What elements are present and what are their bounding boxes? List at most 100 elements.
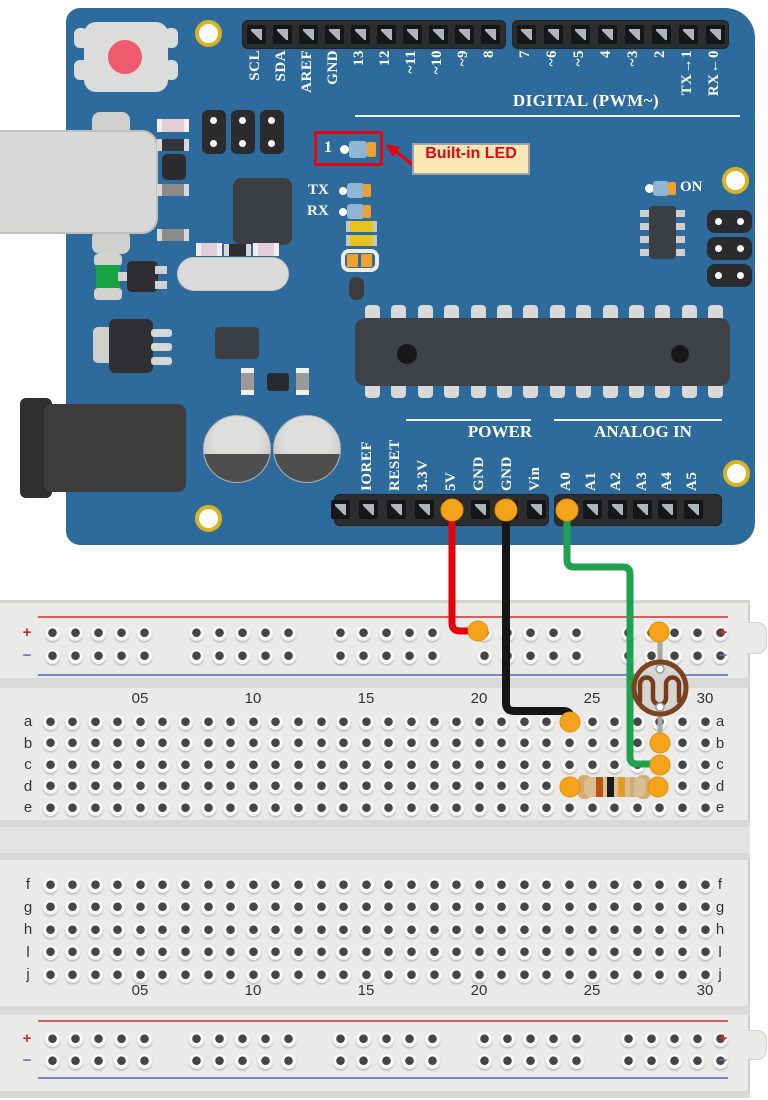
breadboard-hole [178,757,194,773]
column-label: 05 [131,690,149,707]
breadboard-hole [629,877,645,893]
digital-pin-4 [597,25,617,44]
row-label: l [718,943,722,961]
power-pin-IOREF [358,500,378,519]
breadboard-hole [652,757,668,773]
breadboard-hole [290,967,306,983]
resonator [341,249,379,272]
breadboard-hole [620,1031,636,1047]
breadboard-hole [584,877,600,893]
breadboard-hole [178,877,194,893]
ic-leg [640,236,649,243]
analog-pin-A1 [582,500,602,519]
regulator-leg [151,357,172,365]
ic-leg [523,384,539,398]
transistor-tab [118,272,130,281]
breadboard-hole [562,900,578,915]
breadboard-hole [132,922,148,938]
analog-pin-label: A2 [608,471,625,491]
breadboard-hole [426,714,442,730]
breadboard-hole [223,800,239,816]
plus-rail-label: + [718,624,728,641]
pad-dot [737,245,744,252]
breadboard-hole [268,757,284,773]
breadboard-hole [499,1053,515,1069]
breadboard-hole [697,736,713,751]
breadboard-hole [449,922,465,938]
row-label: b [715,734,725,752]
column-label: 20 [470,982,488,999]
breadboard-hole [65,736,81,751]
breadboard-hole [666,1031,682,1047]
breadboard-hole [378,1053,394,1069]
ic-leg [681,384,697,398]
breadboard-hole [155,800,171,816]
digital-pin-8 [480,25,500,44]
breadboard-hole [332,625,348,641]
small-ic [162,154,186,180]
breadboard-hole [290,900,306,915]
breadboard-hole [426,877,442,893]
breadboard-hole [42,714,58,730]
breadboard-divider [0,820,750,827]
breadboard-hole [223,736,239,751]
power-pin-label: Vin [527,466,543,491]
breadboard-hole [87,714,103,730]
digital-pin-label: ~5 [571,50,587,67]
minus-rail-label: − [22,647,32,664]
breadboard-hole [516,945,532,960]
breadboard-hole [336,967,352,983]
breadboard-hole [494,779,510,794]
breadboard-divider [0,853,750,860]
analog-pin-label: A0 [558,471,574,491]
column-label: 10 [244,690,262,707]
plus-rail-line [38,1020,728,1022]
breadboard-hole [358,779,374,794]
breadboard-hole [539,945,555,960]
column-label: 25 [583,690,601,707]
rx-label: RX [307,203,329,219]
breadboard-hole [313,757,329,773]
breadboard-hole [336,877,352,893]
analog-pin-label: A3 [633,471,650,491]
breadboard-hole [223,945,239,960]
breadboard-hole [136,648,152,664]
breadboard-hole [87,736,103,751]
ic-leg [497,384,512,398]
digital-pin-~3 [624,25,644,44]
breadboard-hole [136,1053,152,1069]
row-label: c [716,756,724,773]
digital-pin-label: 8 [481,50,497,58]
breadboard-hole [607,714,623,730]
ic-leg [549,384,565,398]
breadboard-hole [268,714,284,730]
breadboard-hole [712,1031,728,1047]
breadboard-hole [381,714,397,730]
breadboard-hole [290,779,306,794]
breadboard-hole [675,779,691,794]
breadboard-hole [652,945,668,960]
breadboard-hole [607,900,623,915]
breadboard-hole [516,967,532,983]
builtin-led-callout: Built-in LED [412,143,530,175]
breadboard-hole [44,1053,60,1069]
breadboard-hole [87,877,103,893]
digital-pin-label: GND [325,50,341,85]
analog-pin-A5 [683,500,703,519]
breadboard-hole [403,922,419,938]
breadboard-hole [652,714,668,730]
digital-pin-label: SCL [247,50,263,81]
ic-leg [365,305,380,319]
breadboard-hole [494,945,510,960]
breadboard-hole [697,945,713,960]
ic-leg [602,384,618,398]
icsp-header [707,237,752,260]
breadboard-hole [471,800,487,816]
breadboard-hole [562,945,578,960]
breadboard-hole [178,779,194,794]
breadboard-hole [188,648,204,664]
builtin-led-highlight-box [314,131,383,166]
breadboard-hole [494,967,510,983]
breadboard-hole [355,1031,371,1047]
analog-pin-A2 [607,500,627,519]
